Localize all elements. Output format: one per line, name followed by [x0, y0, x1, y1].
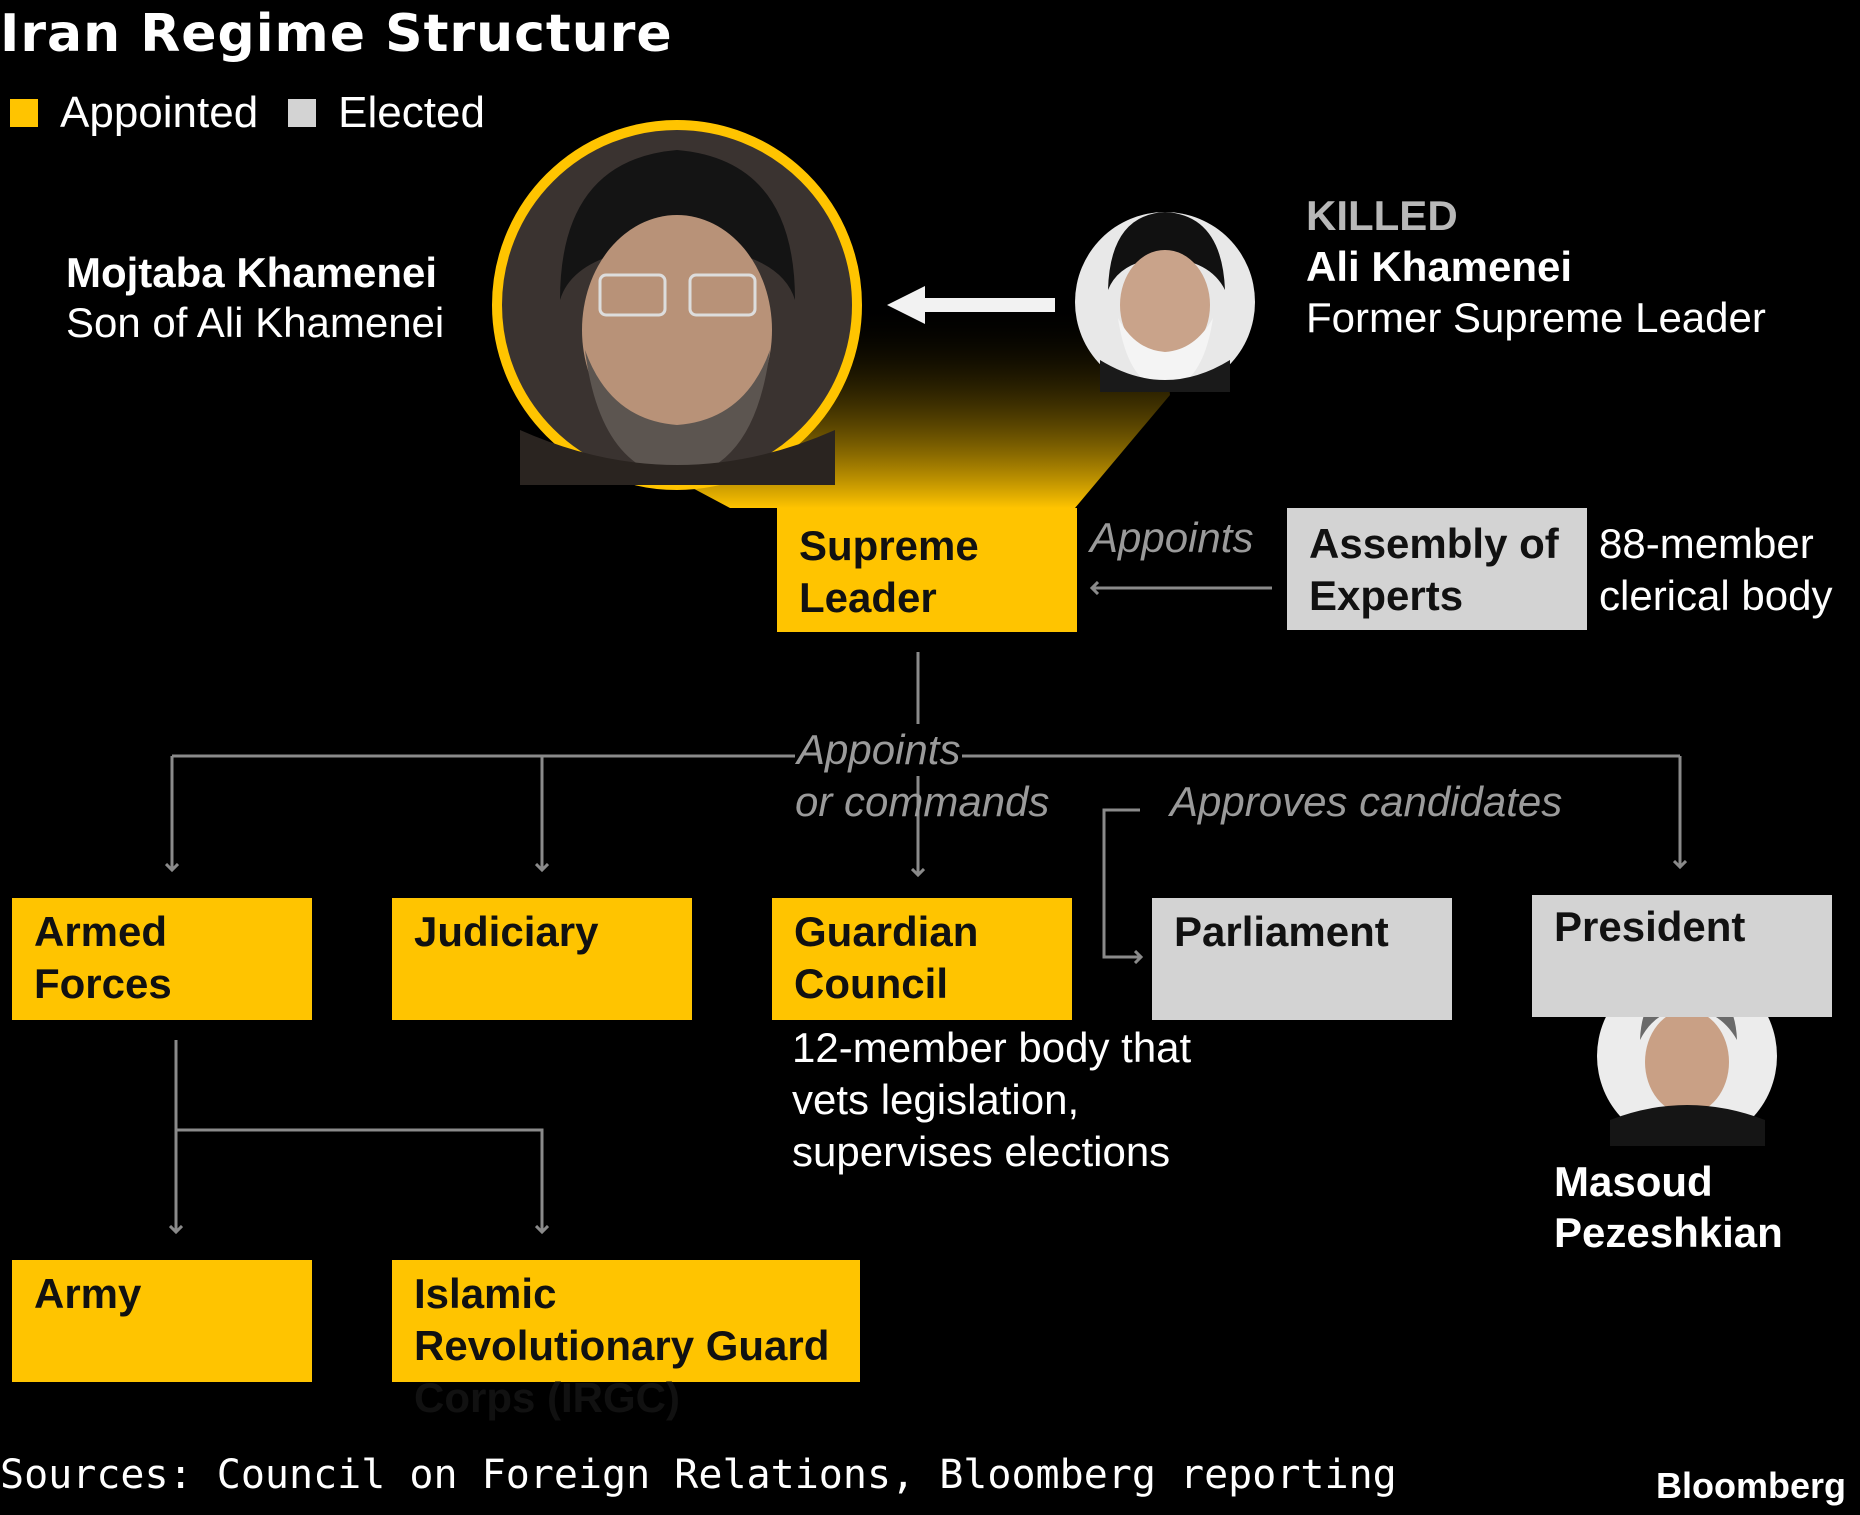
note-guardian-council: 12-member body that vets legislation, su…: [792, 1024, 1192, 1175]
box-assembly-of-experts: Assembly of Experts: [1287, 508, 1587, 630]
mojtaba-khamenei-portrait: [492, 120, 862, 490]
box-judiciary: Judiciary: [392, 898, 692, 1020]
ali-khamenei-portrait: [1075, 212, 1255, 392]
edge-guardian-to-parliament: [1102, 808, 1141, 957]
box-army: Army: [12, 1260, 312, 1382]
pezeshkian-name-first: Masoud: [1554, 1158, 1713, 1205]
box-armed-forces: Armed Forces: [12, 898, 312, 1020]
legend-label-elected: Elected: [338, 88, 485, 137]
edge-label-approves-candidates: Approves candidates: [1170, 778, 1563, 825]
legend: Appointed Elected: [10, 88, 485, 138]
ali-desc: Former Supreme Leader: [1306, 294, 1766, 341]
pezeshkian-name-last: Pezeshkian: [1554, 1209, 1783, 1256]
bloomberg-logo: Bloomberg: [1655, 1465, 1846, 1506]
legend-swatch-elected: [288, 99, 317, 127]
sources-note: Sources: Council on Foreign Relations, B…: [0, 1452, 1397, 1498]
edge-label-appoints-or-commands-1: Appoints: [795, 724, 963, 776]
box-president: President: [1532, 895, 1832, 1017]
edge-label-appoints-or-commands-2: or commands: [795, 778, 1050, 825]
edge-label-appoints: Appoints: [1090, 514, 1254, 561]
ali-status: KILLED: [1306, 192, 1458, 239]
succession-arrow: [887, 286, 1055, 324]
mojtaba-name: Mojtaba Khamenei: [66, 249, 438, 296]
ali-name: Ali Khamenei: [1306, 243, 1573, 290]
box-parliament: Parliament: [1152, 898, 1452, 1020]
chart-title: Iran Regime Structure: [0, 4, 673, 64]
mojtaba-desc: Son of Ali Khamenei: [66, 299, 445, 346]
legend-label-appointed: Appointed: [60, 88, 259, 137]
edge-to-irgc: [176, 1128, 542, 1232]
legend-swatch-appointed: [10, 99, 38, 127]
box-guardian-council: Guardian Council: [772, 898, 1072, 1020]
box-supreme-leader: Supreme Leader: [777, 508, 1077, 632]
note-assembly: 88-member clerical body: [1599, 520, 1833, 619]
box-irgc: Islamic Revolutionary Guard Corps (IRGC): [392, 1260, 860, 1421]
